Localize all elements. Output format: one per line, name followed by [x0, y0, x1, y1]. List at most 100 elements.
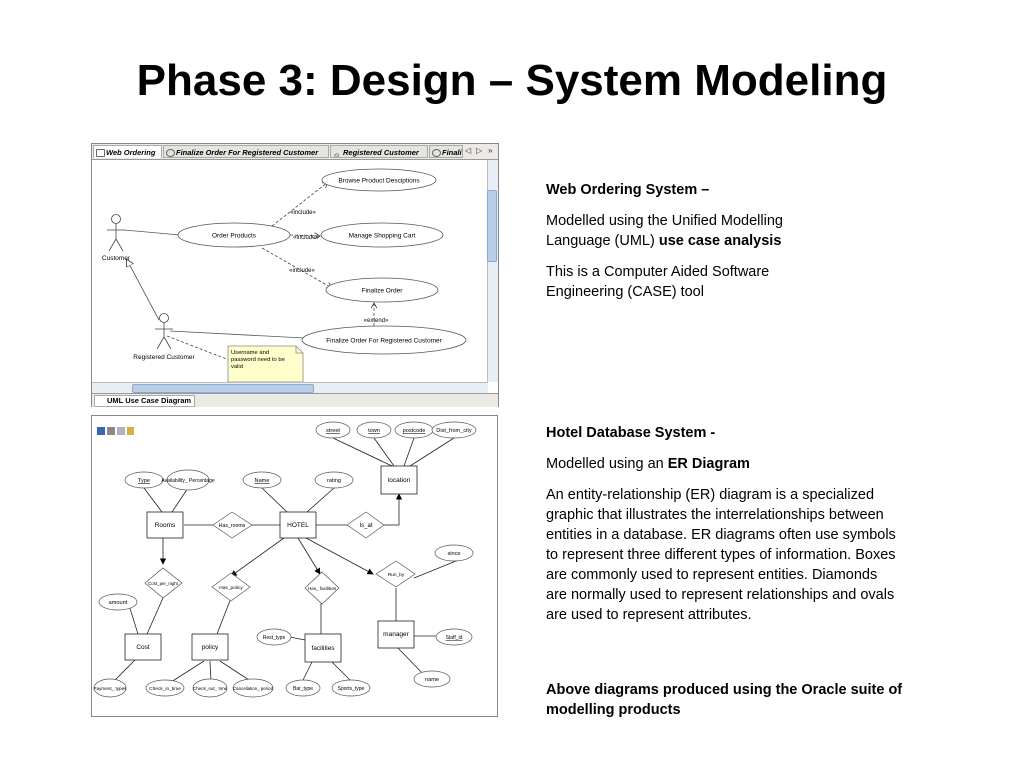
actor-registered-customer[interactable]	[155, 313, 173, 350]
diagram-icon	[96, 149, 105, 157]
entity-facilities[interactable]: facilities	[304, 633, 342, 663]
include-label: «include»	[290, 210, 316, 216]
text-line: Modelled using an	[546, 456, 668, 472]
actor-customer[interactable]	[107, 214, 125, 252]
tab-registered-customer[interactable]: ☺ Registered Customer	[330, 145, 428, 158]
attribute-postcode[interactable]: postcode	[394, 421, 434, 439]
use-case-order-products[interactable]: Order Products	[177, 222, 291, 248]
text-line: Language (UML)	[546, 233, 659, 249]
print-icon[interactable]	[107, 427, 115, 435]
relationship-has-policy[interactable]: Has_policy	[211, 572, 251, 602]
diagram-type-tab-bar: UML Use Case Diagram	[92, 393, 498, 407]
footer-note: Above diagrams produced using the Oracle…	[546, 680, 1006, 720]
constraint-note[interactable]: Username and password need to be valid	[227, 345, 304, 382]
use-case-label: Manage Shopping Cart	[349, 233, 416, 240]
tab-finali[interactable]: Finali	[429, 145, 463, 158]
note-line: valid	[231, 364, 243, 370]
relationship-cost-per-night[interactable]: Cost_per_night	[144, 567, 183, 599]
scroll-thumb[interactable]	[132, 384, 314, 393]
attribute-town[interactable]: town	[356, 421, 392, 439]
use-case-finalize-registered[interactable]: Finalize Order For Registered Customer	[301, 325, 467, 355]
attribute-staff-id[interactable]: Staff_id	[435, 628, 473, 646]
use-case-browse[interactable]: Browse Product Desciptions	[321, 168, 437, 192]
use-case-icon	[432, 149, 441, 157]
attribute-cancellation-period[interactable]: Cancellation_ period	[232, 678, 274, 698]
actor-label: Customer	[102, 255, 131, 262]
entity-label: Cost	[136, 644, 150, 651]
horizontal-scrollbar[interactable]	[92, 382, 488, 393]
text-line: Modelled using the Unified Modelling	[546, 213, 783, 229]
use-case-label: Browse Product Desciptions	[338, 178, 420, 185]
attribute-dist-from-city[interactable]: Dist_from_city	[431, 421, 477, 439]
attribute-amount[interactable]: amount	[98, 593, 138, 611]
tab-label: Web Ordering	[106, 148, 156, 157]
attribute-bar-type[interactable]: Bar_type	[285, 679, 321, 697]
relationship-label: Is_at	[359, 523, 372, 529]
export-icon[interactable]	[127, 427, 134, 435]
hotel-database-description: Hotel Database System - Modelled using a…	[546, 423, 986, 636]
use-case-label: Order Products	[212, 233, 257, 240]
entity-rooms[interactable]: Rooms	[146, 511, 184, 539]
relationship-is-at[interactable]: Is_at	[346, 511, 385, 539]
attribute-label: amount	[109, 600, 128, 606]
text-line: entities in a database. ER diagrams ofte…	[546, 527, 896, 543]
tab-web-ordering[interactable]: Web Ordering	[93, 145, 162, 158]
text-line: modelling products	[546, 702, 681, 718]
web-ordering-heading: Web Ordering System –	[546, 182, 710, 198]
relationship-label: Run_by	[388, 572, 405, 578]
entity-label: facilities	[311, 645, 335, 652]
tab-scroll-left-icon[interactable]: ◁	[465, 146, 472, 155]
use-case-label: Finalize Order	[362, 288, 404, 295]
entity-manager[interactable]: manager	[377, 620, 415, 649]
extend-label: «extend»	[364, 318, 389, 324]
use-case-diagram: Customer Registered Customer Browse Prod…	[102, 168, 467, 382]
attribute-type[interactable]: Type	[124, 471, 164, 489]
attribute-rest-type[interactable]: Rest_type	[256, 628, 292, 646]
web-ordering-paragraph-1: Modelled using the Unified Modelling Lan…	[546, 211, 846, 251]
attribute-label: street	[326, 428, 340, 434]
relationship-has-facilities[interactable]: Has_ facilities	[304, 571, 340, 605]
tab-list-icon[interactable]: »	[488, 146, 493, 155]
attribute-street[interactable]: street	[315, 421, 351, 439]
attribute-check-in-time[interactable]: Check_in_time	[145, 679, 185, 697]
emphasis-text: ER Diagram	[667, 456, 750, 472]
use-case-icon	[166, 149, 175, 157]
attribute-rating[interactable]: rating	[314, 471, 354, 489]
copy-icon[interactable]	[117, 427, 125, 435]
tab-scroll-right-icon[interactable]: ▷	[476, 146, 483, 155]
relationship-run-by[interactable]: Run_by	[375, 560, 416, 588]
relationship-has-rooms[interactable]: Has_rooms	[212, 511, 253, 539]
entity-hotel[interactable]: HOTEL	[279, 511, 317, 539]
vertical-scrollbar[interactable]	[487, 160, 498, 382]
attribute-name-manager[interactable]: name	[413, 670, 451, 688]
attribute-label: Type	[138, 478, 150, 484]
actor-icon: ☺	[333, 151, 341, 158]
use-case-manage-cart[interactable]: Manage Shopping Cart	[320, 222, 444, 248]
attribute-availability[interactable]: Availability_ Percentage	[161, 469, 215, 491]
use-case-finalize-order[interactable]: Finalize Order	[325, 277, 439, 303]
attribute-name[interactable]: Name	[242, 471, 282, 489]
attribute-label: rating	[327, 478, 341, 484]
text-line: are used to represent attributes.	[546, 607, 752, 623]
tab-finalize-order[interactable]: Finalize Order For Registered Customer	[163, 145, 329, 158]
attribute-payment-types[interactable]: Payment_ types	[94, 678, 128, 698]
attribute-label: Rest_type	[263, 635, 286, 641]
note-line: Username and	[231, 350, 269, 356]
attribute-label: since	[447, 551, 460, 557]
save-icon[interactable]	[97, 427, 105, 435]
text-line: are commonly used to represent entities.…	[546, 567, 878, 583]
attribute-check-out-time[interactable]: Check_out_ time	[192, 678, 228, 698]
entity-policy[interactable]: policy	[191, 633, 229, 661]
relationship-label: Has_ facilities	[308, 586, 337, 591]
scroll-thumb[interactable]	[487, 190, 497, 262]
attribute-label: Check_out_ time	[193, 686, 228, 691]
hotel-heading: Hotel Database System -	[546, 425, 716, 441]
entity-cost[interactable]: Cost	[124, 633, 162, 661]
entity-label: location	[388, 477, 411, 484]
tab-uml-use-case-diagram[interactable]: UML Use Case Diagram	[94, 395, 196, 407]
entity-location[interactable]: location	[380, 465, 418, 495]
attribute-sports-type[interactable]: Sports_type	[331, 679, 371, 697]
attribute-since[interactable]: since	[434, 544, 474, 562]
slide-title: Phase 3: Design – System Modeling	[136, 56, 888, 105]
text-line: graphic that illustrates the interrelati…	[546, 507, 884, 523]
